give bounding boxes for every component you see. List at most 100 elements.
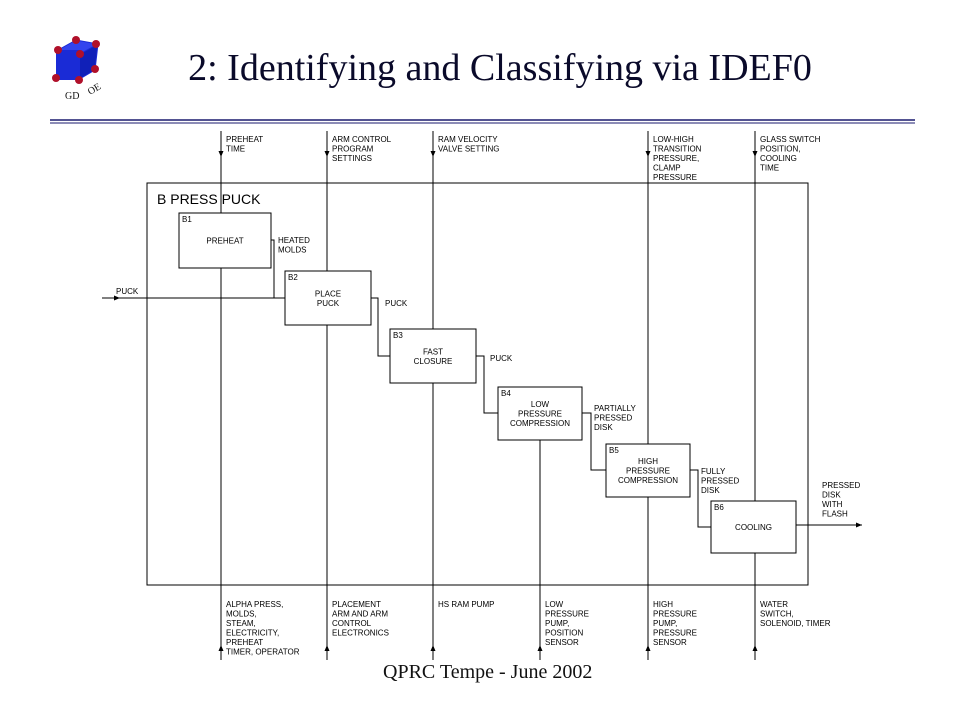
activity-box-label: PRESSURE <box>626 467 670 476</box>
logo-text-right: OE <box>86 81 103 97</box>
flow-label: PRESSED <box>701 477 739 486</box>
output-label: PRESSED <box>822 481 860 490</box>
mechanism-label: POSITION <box>545 629 583 638</box>
frame-title: B PRESS PUCK <box>157 191 261 207</box>
mechanism-label: ALPHA PRESS, <box>226 600 283 609</box>
diagram-frame <box>146 182 809 586</box>
activity-box-label: LOW <box>531 400 550 409</box>
control-label: SETTINGS <box>332 154 372 163</box>
mechanism-label: HIGH <box>653 600 673 609</box>
logo: GD OE <box>52 36 103 102</box>
mechanism-label: SOLENOID, TIMER <box>760 619 831 628</box>
control-arrow <box>645 151 651 157</box>
mechanism-label: MOLDS, <box>226 610 257 619</box>
mechanism-arrow <box>430 645 436 651</box>
input-arrow <box>114 295 120 301</box>
input-label: PUCK <box>116 287 139 296</box>
mechanism-label: PUMP, <box>545 619 569 628</box>
flow-line <box>582 412 606 471</box>
cube-icon <box>52 36 100 84</box>
mechanism-label: LOW <box>545 600 564 609</box>
control-label: ARM CONTROL <box>332 135 392 144</box>
flow-label: PRESSED <box>594 414 632 423</box>
flow-line <box>690 469 711 528</box>
activity-box-label: FAST <box>423 347 443 356</box>
control-label: POSITION, <box>760 145 800 154</box>
activity-box-label: COOLING <box>735 523 772 532</box>
output-arrow <box>856 522 862 528</box>
flow-label: DISK <box>594 423 613 432</box>
flow-label: HEATED <box>278 236 310 245</box>
activity-box-id: B3 <box>393 331 403 340</box>
activity-box-id: B5 <box>609 446 619 455</box>
output-label: DISK <box>822 491 841 500</box>
footer: QPRC Tempe - June 2002 <box>383 661 593 683</box>
control-label: TIME <box>760 164 779 173</box>
activity-box-label: COMPRESSION <box>510 419 570 428</box>
mechanism-arrow <box>218 645 224 651</box>
activity-box-id: B4 <box>501 389 511 398</box>
control-arrow <box>430 151 436 157</box>
mechanism-label: SENSOR <box>653 638 687 647</box>
control-label: PREHEAT <box>226 135 263 144</box>
flow-line <box>271 239 275 298</box>
mechanism-label: STEAM, <box>226 619 256 628</box>
activity-box-id: B2 <box>288 273 298 282</box>
activity-box-id: B1 <box>182 215 192 224</box>
mechanism-arrow <box>645 645 651 651</box>
activity-box-label: HIGH <box>638 457 658 466</box>
activity-box-label: COMPRESSION <box>618 476 678 485</box>
mechanism-label: ELECTRICITY, <box>226 629 279 638</box>
mechanism-label: HS RAM PUMP <box>438 600 494 609</box>
control-label: COOLING <box>760 154 797 163</box>
control-label: CLAMP <box>653 164 681 173</box>
mechanism-label: PRESSURE <box>653 629 697 638</box>
mechanism-arrow <box>537 645 543 651</box>
control-arrow <box>324 151 330 157</box>
activity-box-id: B6 <box>714 503 724 512</box>
control-label: TIME <box>226 145 245 154</box>
control-label: GLASS SWITCH <box>760 135 821 144</box>
control-label: PRESSURE, <box>653 154 699 163</box>
mechanism-label: PREHEAT <box>226 638 263 647</box>
header-rule <box>50 119 915 124</box>
flow-label: FULLY <box>701 467 726 476</box>
output-label: FLASH <box>822 510 848 519</box>
control-label: VALVE SETTING <box>438 145 500 154</box>
mechanism-label: CONTROL <box>332 619 372 628</box>
mechanism-arrow <box>324 645 330 651</box>
activity-box-label: PREHEAT <box>206 237 243 246</box>
flow-label: PUCK <box>385 299 408 308</box>
activity-box-label: CLOSURE <box>414 357 453 366</box>
diagram-layer: B1PREHEATB2PLACEPUCKB3FASTCLOSUREB4LOWPR… <box>102 131 862 660</box>
activity-box-label: PRESSURE <box>518 410 562 419</box>
control-label: LOW-HIGH <box>653 135 694 144</box>
flow-label: PUCK <box>490 354 513 363</box>
mechanism-label: SENSOR <box>545 638 579 647</box>
mechanism-label: PUMP, <box>653 619 677 628</box>
activity-box <box>389 328 477 384</box>
logo-text-left: GD <box>65 91 79 102</box>
flow-line <box>476 355 498 414</box>
mechanism-label: ELECTRONICS <box>332 629 389 638</box>
mechanism-label: SWITCH, <box>760 610 794 619</box>
flow-label: DISK <box>701 486 720 495</box>
activity-box-label: PLACE <box>315 289 341 298</box>
activity-box-label: PUCK <box>317 299 340 308</box>
control-label: TRANSITION <box>653 145 702 154</box>
flow-line <box>371 297 390 357</box>
control-arrow <box>752 151 758 157</box>
flow-label: PARTIALLY <box>594 404 636 413</box>
control-label: RAM VELOCITY <box>438 135 498 144</box>
mechanism-label: TIMER, OPERATOR <box>226 648 300 657</box>
control-arrow <box>218 151 224 157</box>
control-label: PROGRAM <box>332 145 374 154</box>
mechanism-label: PRESSURE <box>653 610 697 619</box>
mechanism-label: PRESSURE <box>545 610 589 619</box>
mechanism-label: WATER <box>760 600 788 609</box>
output-label: WITH <box>822 500 843 509</box>
control-label: PRESSURE <box>653 173 697 182</box>
slide-title: 2: Identifying and Classifying via IDEF0 <box>188 47 812 89</box>
mechanism-label: ARM AND ARM <box>332 610 388 619</box>
